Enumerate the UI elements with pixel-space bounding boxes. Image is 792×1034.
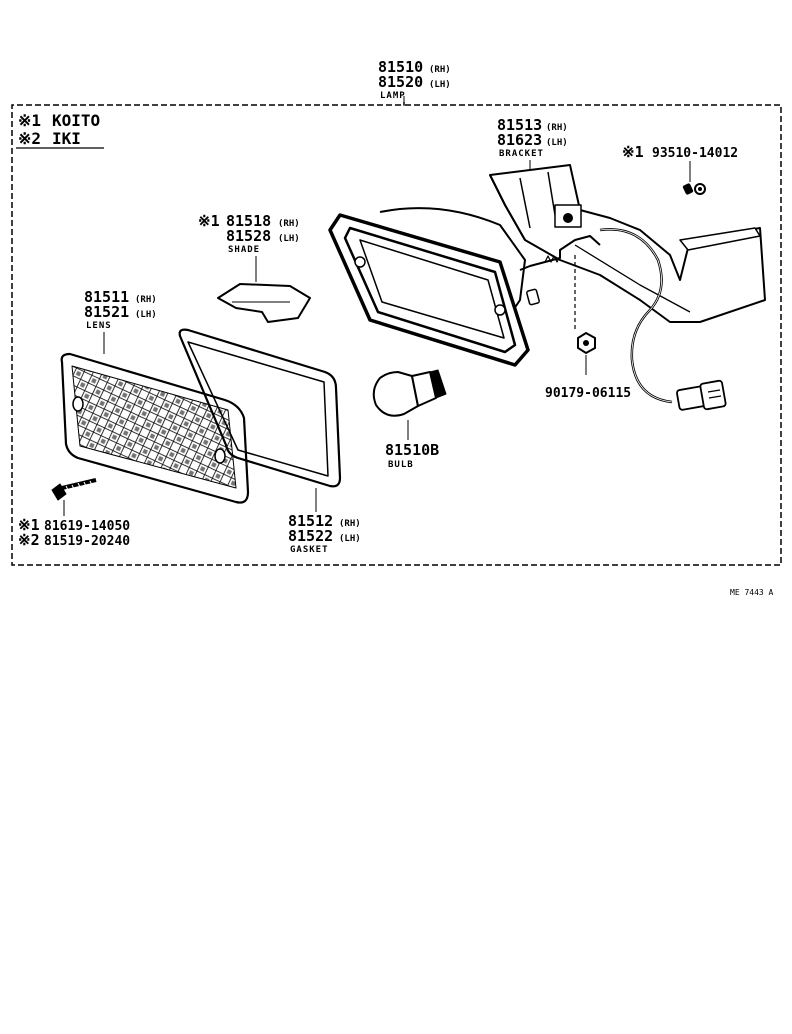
bulb-callout: 81510B BULB — [385, 441, 439, 470]
svg-text:KOITO: KOITO — [52, 111, 100, 130]
diagram-reference: ME 7443 A — [730, 588, 774, 597]
gasket — [178, 328, 342, 488]
svg-text:(RH): (RH) — [429, 65, 451, 75]
screw-top-callout: ※1 93510-14012 — [622, 143, 738, 182]
svg-text:81521: 81521 — [84, 303, 129, 321]
lens-screw — [51, 478, 97, 516]
assembly-frame — [11, 96, 782, 566]
maker-legend: ※1 KOITO ※2 IKI — [16, 111, 104, 149]
svg-text:81528: 81528 — [226, 227, 271, 245]
lens-screw-callout: ※1 81619-14050 ※2 81519-20240 — [18, 516, 130, 549]
shade-callout: ※1 81518 (RH) 81528 (LH) SHADE — [198, 212, 300, 282]
svg-text:GASKET: GASKET — [290, 545, 329, 555]
svg-text:81623: 81623 — [497, 131, 542, 149]
svg-text:(RH): (RH) — [339, 519, 361, 529]
svg-text:81510: 81510 — [378, 58, 423, 76]
svg-text:81510B: 81510B — [385, 441, 439, 459]
svg-text:(LH): (LH) — [135, 310, 157, 320]
svg-text:(RH): (RH) — [546, 123, 568, 133]
lens-callout: 81511 (RH) 81521 (LH) LENS — [84, 288, 157, 354]
lamp-housing — [328, 207, 601, 367]
svg-text:(LH): (LH) — [339, 534, 361, 544]
bracket — [489, 164, 766, 323]
svg-text:81513: 81513 — [497, 116, 542, 134]
svg-text:(RH): (RH) — [135, 295, 157, 305]
screw-top — [682, 183, 706, 195]
svg-text:LAMP: LAMP — [380, 91, 406, 101]
svg-text:※1: ※1 — [18, 516, 40, 534]
wire-harness — [574, 228, 673, 404]
wire-connector — [676, 379, 727, 411]
svg-text:81619-14050: 81619-14050 — [44, 519, 130, 534]
svg-text:※1: ※1 — [622, 143, 644, 161]
bulb — [372, 369, 447, 440]
svg-text:LENS: LENS — [86, 321, 112, 331]
bracket-callout: 81513 (RH) 81623 (LH) BRACKET — [497, 116, 568, 174]
lamp-callout: 81510 (RH) 81520 (LH) LAMP — [378, 58, 451, 101]
svg-text:81512: 81512 — [288, 512, 333, 530]
svg-text:IKI: IKI — [52, 129, 81, 148]
svg-text:SHADE: SHADE — [228, 245, 260, 255]
svg-text:BRACKET: BRACKET — [499, 149, 544, 159]
svg-text:93510-14012: 93510-14012 — [652, 146, 738, 161]
nut-part-number: 90179-06115 — [545, 386, 631, 401]
svg-text:※2: ※2 — [18, 129, 41, 148]
svg-text:BULB: BULB — [388, 460, 414, 470]
gasket-callout: 81512 (RH) 81522 (LH) GASKET — [288, 488, 361, 555]
svg-text:81520: 81520 — [378, 73, 423, 91]
svg-text:(RH): (RH) — [278, 219, 300, 229]
svg-text:81511: 81511 — [84, 288, 129, 306]
shade — [217, 283, 311, 323]
svg-text:(LH): (LH) — [546, 138, 568, 148]
nut — [577, 331, 596, 375]
lens — [60, 352, 250, 504]
svg-text:※1: ※1 — [18, 111, 41, 130]
svg-text:81522: 81522 — [288, 527, 333, 545]
svg-text:※2: ※2 — [18, 531, 40, 549]
svg-text:※1: ※1 — [198, 212, 220, 230]
svg-text:(LH): (LH) — [429, 80, 451, 90]
svg-text:(LH): (LH) — [278, 234, 300, 244]
svg-text:81519-20240: 81519-20240 — [44, 534, 130, 549]
svg-text:81518: 81518 — [226, 212, 271, 230]
